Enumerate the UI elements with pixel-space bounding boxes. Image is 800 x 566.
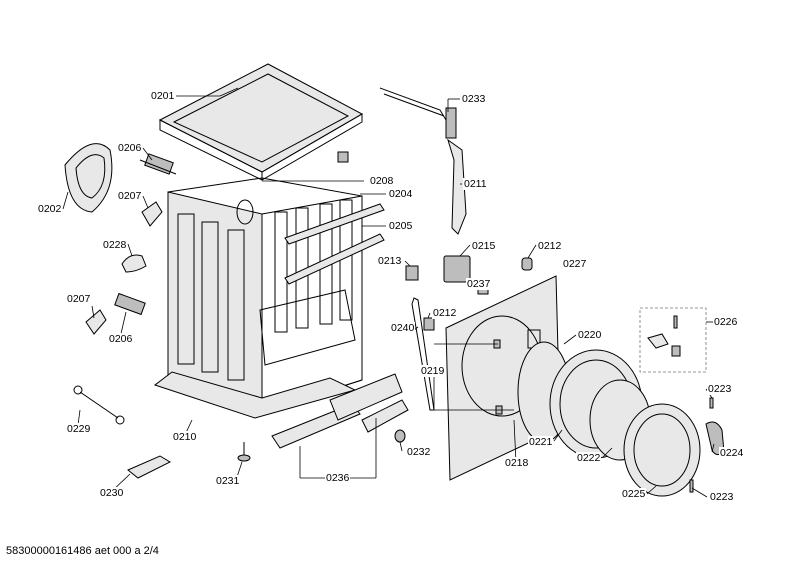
label-0220: 0220 [577, 329, 603, 341]
bracket-lower [85, 309, 107, 335]
label-0240: 0240 [390, 322, 416, 334]
cabinet-frame [167, 177, 363, 413]
label-0206-upper: 0206 [117, 142, 143, 154]
door-glass [623, 403, 701, 497]
rail-lower [284, 233, 385, 285]
foot-screw [237, 442, 251, 462]
label-0204: 0204 [388, 188, 414, 200]
shock-absorber-upper [139, 153, 177, 175]
document-id: 58300000161486 aet 000 a 2/4 [6, 545, 159, 557]
foot-bracket [127, 455, 172, 479]
label-0230: 0230 [99, 487, 125, 499]
pin-upper [709, 397, 714, 409]
label-0213: 0213 [377, 255, 403, 267]
label-0210: 0210 [172, 431, 198, 443]
label-0224: 0224 [719, 447, 745, 459]
control-module [443, 255, 471, 283]
rail-upper [284, 203, 385, 245]
pin-lower [689, 479, 694, 493]
label-0226: 0226 [713, 316, 739, 328]
label-0236: 0236 [325, 472, 351, 484]
drawer-handle [361, 399, 409, 433]
label-0215: 0215 [471, 240, 497, 252]
drawer-panel [329, 373, 403, 421]
shock-absorber-lower [114, 292, 146, 316]
label-0227: 0227 [562, 258, 588, 270]
label-0223-upper: 0223 [707, 383, 733, 395]
label-0223-lower: 0223 [709, 491, 735, 503]
label-0208: 0208 [369, 175, 395, 187]
top-cover [158, 63, 364, 181]
spanner-tool [73, 385, 125, 425]
label-0231: 0231 [215, 475, 241, 487]
label-0207-lower: 0207 [66, 293, 92, 305]
lock-lever [647, 333, 669, 349]
label-0228: 0228 [102, 239, 128, 251]
top-bracket-strip [379, 87, 467, 235]
switch [405, 265, 419, 281]
label-0212-left: 0212 [432, 307, 458, 319]
label-0205: 0205 [388, 220, 414, 232]
label-0206-lower: 0206 [108, 333, 134, 345]
knob [521, 257, 533, 271]
label-0218: 0218 [504, 457, 530, 469]
base-plate [153, 371, 357, 419]
label-0202: 0202 [37, 203, 63, 215]
label-0212-right: 0212 [537, 240, 563, 252]
label-0229: 0229 [66, 423, 92, 435]
latch [423, 317, 435, 331]
label-0207-upper: 0207 [117, 190, 143, 202]
label-0232: 0232 [406, 446, 432, 458]
label-0211: 0211 [463, 178, 488, 190]
bracket-upper [141, 201, 163, 227]
counterweight [64, 143, 113, 213]
label-0221: 0221 [528, 436, 554, 448]
lock-clip [671, 345, 681, 357]
label-0233: 0233 [461, 93, 487, 105]
cap [394, 429, 406, 443]
lock-pin [673, 315, 678, 329]
lock-kit-box [639, 307, 707, 373]
label-0219: 0219 [420, 365, 446, 377]
label-0222: 0222 [576, 452, 602, 464]
clamp [121, 254, 147, 273]
clip [337, 151, 349, 163]
lever [411, 297, 435, 411]
label-0225: 0225 [621, 488, 647, 500]
label-0201: 0201 [150, 90, 176, 102]
label-0237: 0237 [466, 278, 492, 290]
